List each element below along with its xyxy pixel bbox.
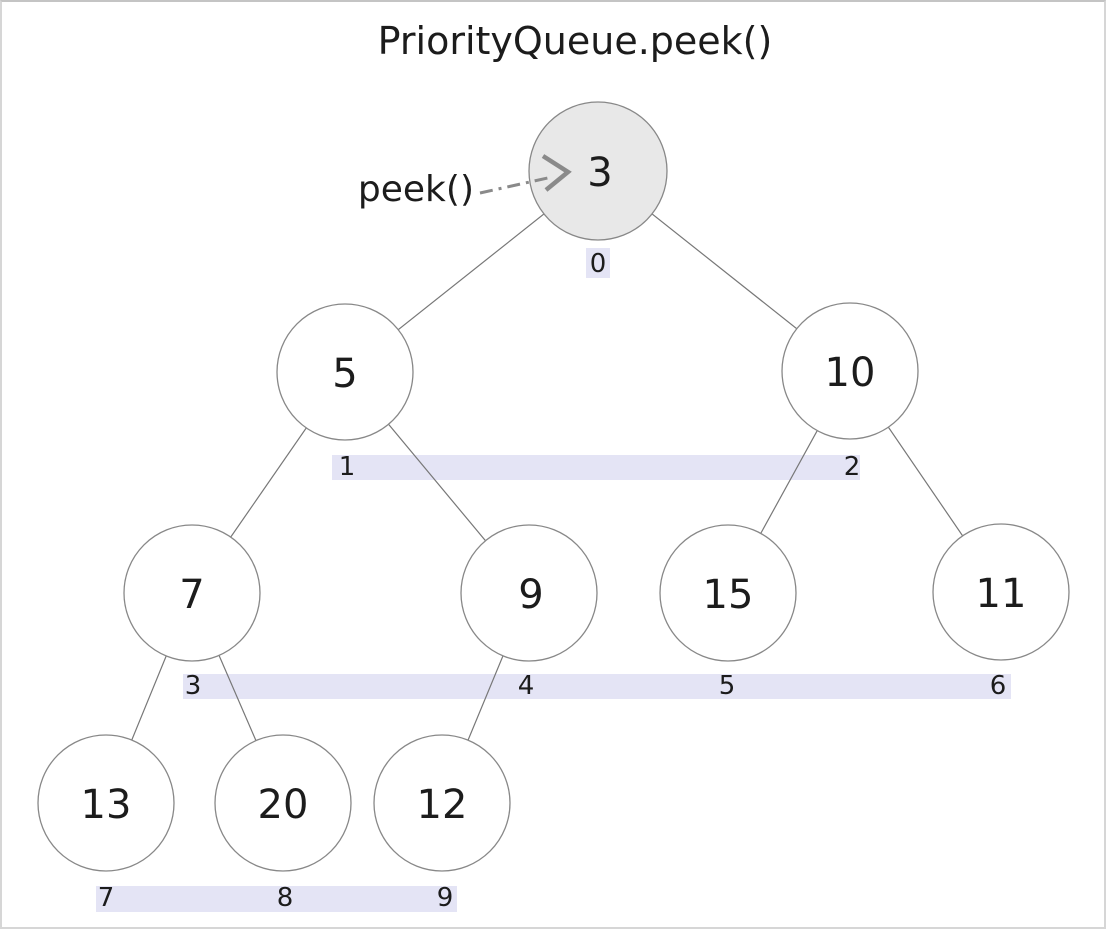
node-circle-0 [528,101,668,241]
index-label-3: 3 [185,671,202,701]
heap-node-0: 3 [528,101,668,241]
index-label-6: 6 [990,671,1007,701]
peek-arrow-line [479,175,553,195]
node-circle-7 [37,734,175,872]
index-bands [96,248,1011,912]
node-value-7: 13 [81,782,132,828]
node-circle-8 [214,734,352,872]
index-label-2: 2 [844,452,861,482]
heap-node-6: 11 [932,523,1070,661]
node-value-1: 5 [332,351,357,397]
heap-node-1: 5 [276,303,414,441]
node-circle-2 [781,302,919,440]
node-circle-1 [276,303,414,441]
heap-nodes: 3 5 10 7 9 15 [37,101,1070,872]
index-labels: 0 1 2 3 4 5 6 7 8 9 [98,249,1007,913]
heap-node-7: 13 [37,734,175,872]
index-band-level-3 [96,886,457,912]
node-value-6: 11 [976,571,1027,617]
node-circle-3 [123,524,261,662]
node-value-4: 9 [518,572,543,618]
heap-node-4: 9 [460,524,598,662]
node-value-0: 3 [587,150,612,196]
node-circle-9 [373,734,511,872]
node-circle-6 [932,523,1070,661]
heap-node-2: 10 [781,302,919,440]
index-label-8: 8 [277,883,294,913]
index-label-1: 1 [339,452,356,482]
peek-annotation: peek() [358,154,572,210]
node-value-8: 20 [258,782,309,828]
index-label-9: 9 [437,883,454,913]
index-label-0: 0 [590,249,607,279]
heap-node-3: 7 [123,524,261,662]
diagram-title: PriorityQueue.peek() [378,19,773,63]
tree-edges [105,170,1002,804]
peek-arrow-head-icon [541,154,572,192]
index-band-level-0 [586,248,610,278]
heap-node-9: 12 [373,734,511,872]
node-value-9: 12 [417,782,468,828]
index-label-5: 5 [719,671,736,701]
node-value-3: 7 [179,572,204,618]
heap-node-5: 15 [659,524,797,662]
heap-node-8: 20 [214,734,352,872]
index-label-7: 7 [98,883,115,913]
index-band-level-2 [183,674,1011,699]
node-circle-5 [659,524,797,662]
index-band-level-1 [332,455,860,480]
index-label-4: 4 [518,671,535,701]
peek-annotation-label: peek() [358,169,474,210]
node-circle-4 [460,524,598,662]
node-value-2: 10 [825,350,876,396]
node-value-5: 15 [703,572,754,618]
